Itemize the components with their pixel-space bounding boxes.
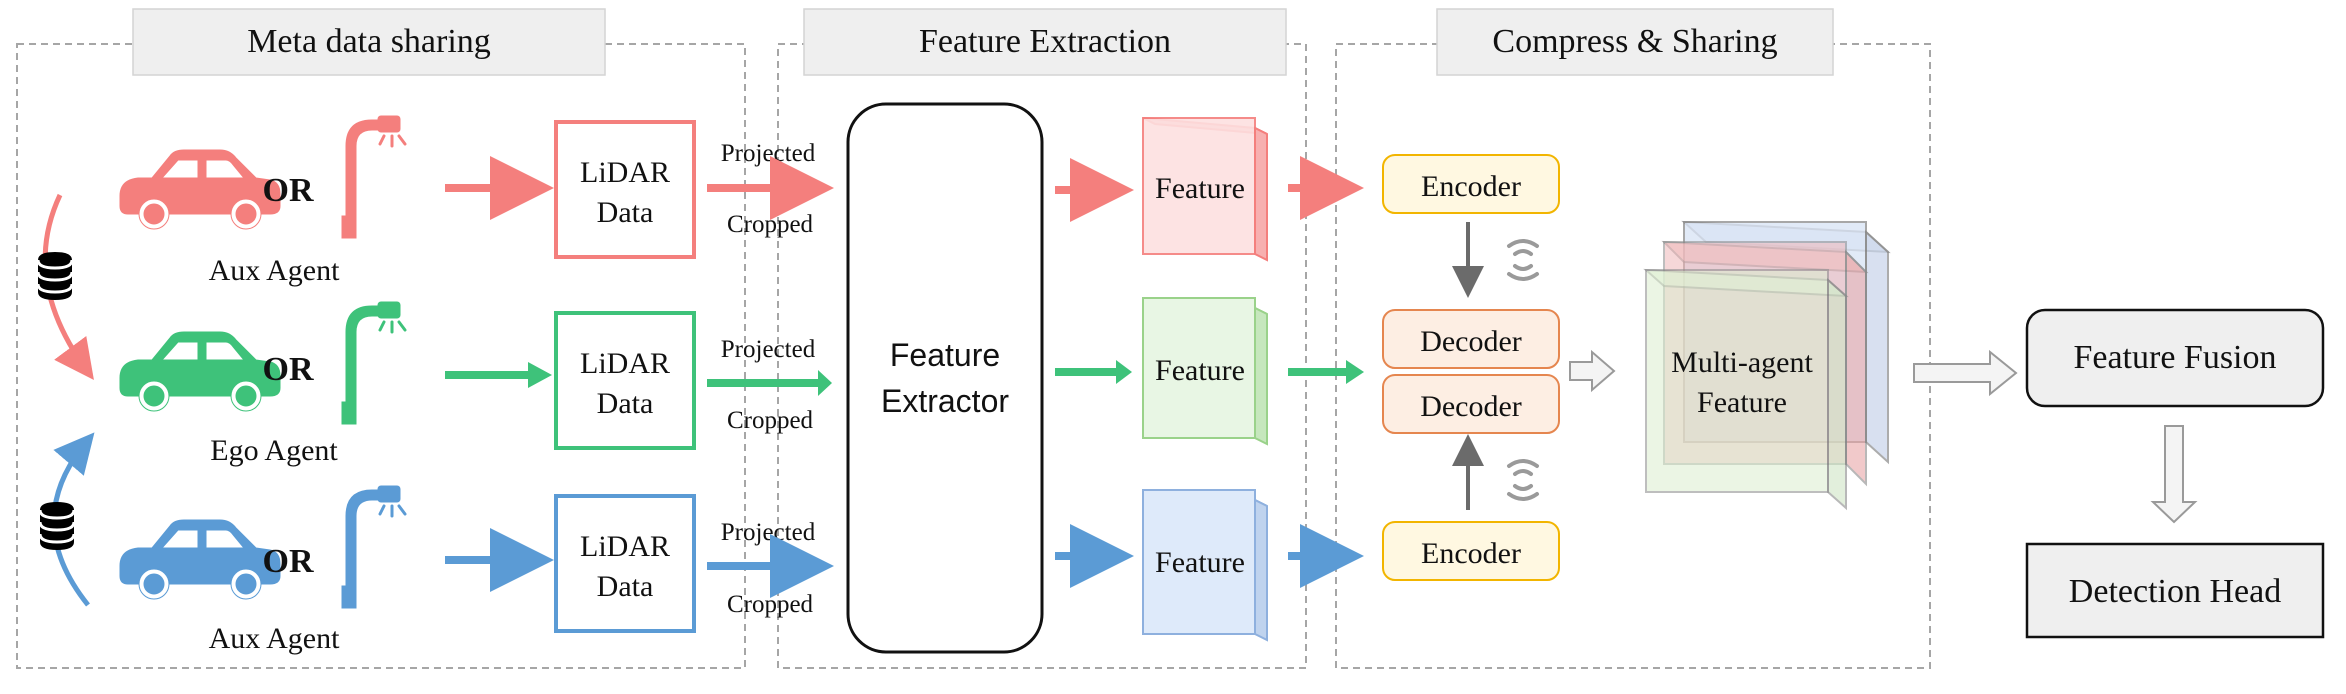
agent-row-aux-2: OR Aux Agent LiDAR Data Projected Croppe…: [119, 484, 834, 655]
decoder-label: Decoder: [1420, 390, 1522, 423]
detection-head-box: [2025, 542, 2325, 639]
arrowhead: [528, 362, 552, 388]
database-icon: [36, 250, 74, 302]
agent-row-ego: OR Ego Agent LiDAR Data Projected Croppe…: [119, 300, 832, 467]
section-title-compress: Compress & Sharing: [1492, 23, 1777, 60]
cropped-label: Cropped: [727, 211, 814, 238]
wireless-signal-icon: [1507, 239, 1539, 281]
multi-agent-label-line1: Multi-agent: [1671, 346, 1813, 379]
street-lamp-icon: [340, 114, 407, 240]
agent-row-aux-1: OR Aux Agent LiDAR Data Projected Croppe…: [119, 114, 834, 287]
multi-agent-feature-stack: Multi-agent Feature: [1643, 220, 1891, 511]
agent-label: Aux Agent: [209, 254, 340, 287]
or-label: OR: [263, 543, 314, 580]
street-lamp-icon: [340, 484, 407, 610]
agent-label: Aux Agent: [209, 622, 340, 655]
extractor-label-line1: Feature: [890, 337, 1000, 373]
decoder-label: Decoder: [1420, 325, 1522, 358]
or-label: OR: [263, 351, 314, 388]
lidar-label-line2: Data: [597, 387, 654, 420]
section-title-feature-extraction: Feature Extraction: [919, 23, 1171, 60]
section-title-meta: Meta data sharing: [247, 23, 491, 60]
arrowhead: [1116, 360, 1132, 384]
lidar-box: [554, 311, 696, 450]
decoder-box-top: [1382, 309, 1560, 369]
feature-cube-green: Feature: [1055, 297, 1268, 446]
projected-label: Projected: [721, 336, 816, 363]
lidar-label-line2: Data: [597, 196, 654, 229]
lidar-label-line1: LiDAR: [580, 156, 670, 189]
or-label: OR: [263, 172, 314, 209]
database-icon: [38, 500, 76, 552]
projected-label: Projected: [721, 519, 816, 546]
car-icon: [119, 149, 281, 230]
car-icon: [119, 519, 281, 600]
feature-label: Feature: [1155, 546, 1245, 579]
wireless-signal-icon: [1507, 459, 1539, 501]
encoder-box-top: [1382, 154, 1560, 214]
street-lamp-icon: [340, 300, 407, 426]
lidar-label-line2: Data: [597, 570, 654, 603]
section-meta-data-sharing: Meta data sharing: [16, 8, 746, 669]
lidar-box: [554, 494, 696, 633]
feature-fusion-box: [2025, 308, 2325, 408]
feature-label: Feature: [1155, 172, 1245, 205]
section-feature-extraction: Feature Extraction: [777, 8, 1307, 669]
lidar-label-line1: LiDAR: [580, 347, 670, 380]
feature-label: Feature: [1155, 354, 1245, 387]
arrowhead: [1346, 360, 1364, 384]
hollow-arrow-down: [2150, 425, 2198, 524]
fusion-label: Feature Fusion: [2073, 339, 2276, 376]
feature-cube-red: Feature: [1055, 117, 1268, 262]
feature-cube-blue: Feature: [1055, 489, 1268, 642]
multi-agent-label-line2: Feature: [1697, 386, 1787, 419]
hollow-arrow: [1569, 349, 1616, 393]
lidar-label-line1: LiDAR: [580, 530, 670, 563]
cropped-label: Cropped: [727, 407, 814, 434]
encoder-label: Encoder: [1421, 170, 1521, 203]
feature-extractor-box: [846, 102, 1044, 654]
agent-label: Ego Agent: [210, 434, 338, 467]
lidar-box: [554, 120, 696, 259]
decoder-box-bottom: [1382, 374, 1560, 434]
arrowhead: [818, 370, 832, 396]
extractor-label-line2: Extractor: [881, 383, 1009, 419]
encoder-box-bottom: [1382, 521, 1560, 581]
car-icon: [119, 331, 281, 412]
cropped-label: Cropped: [727, 591, 814, 618]
encoder-label: Encoder: [1421, 537, 1521, 570]
section-compress-sharing: Compress & Sharing: [1335, 8, 1931, 669]
projected-label: Projected: [721, 140, 816, 167]
detection-label: Detection Head: [2069, 573, 2281, 610]
hollow-arrow: [1913, 349, 2018, 397]
